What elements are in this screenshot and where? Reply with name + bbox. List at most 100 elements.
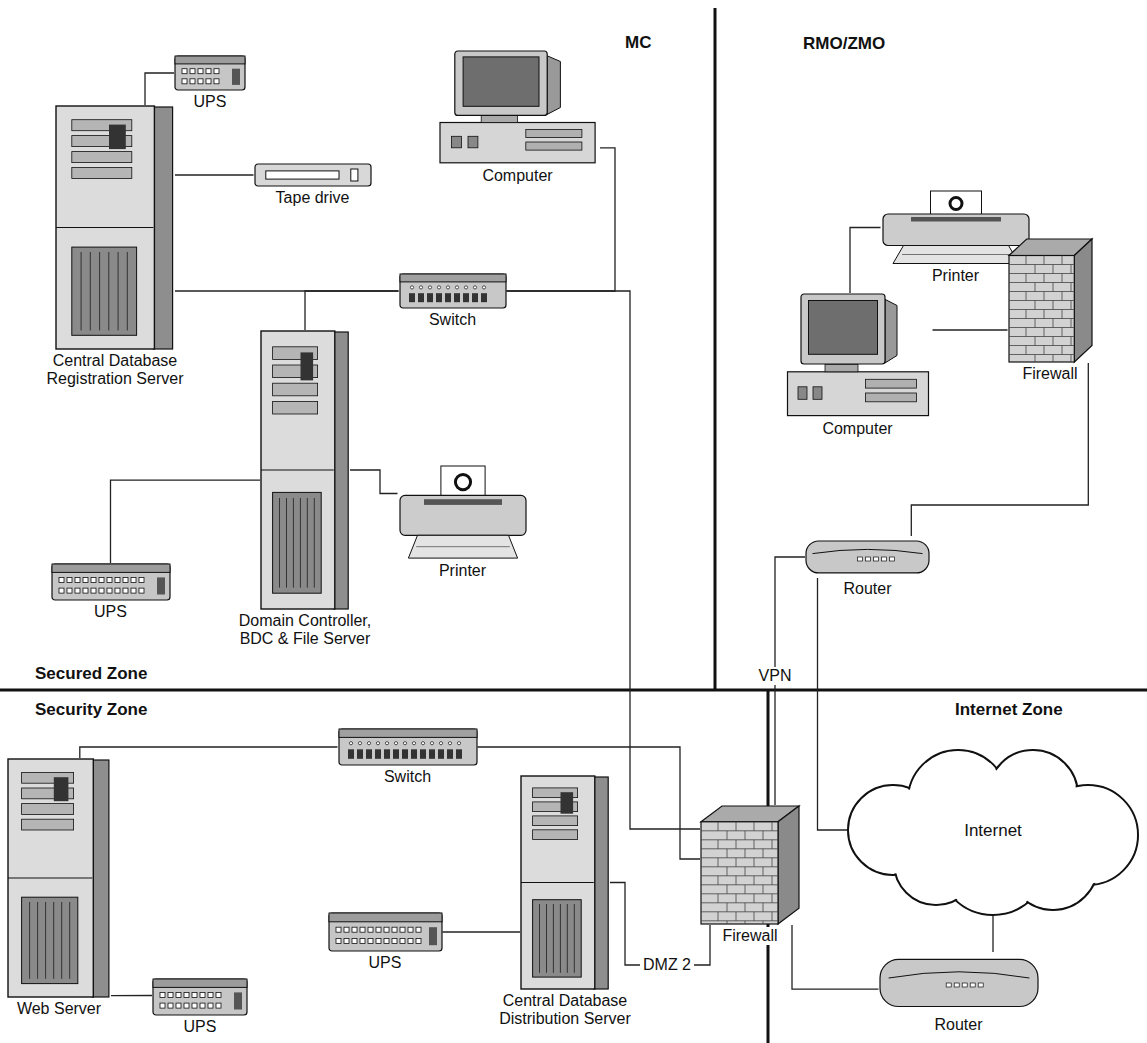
icon-part	[885, 299, 897, 363]
server-device: Web Server	[4, 758, 114, 1018]
icon-part	[69, 902, 70, 979]
icon-part	[436, 293, 442, 302]
icon-part	[232, 69, 240, 85]
icon-part	[455, 475, 470, 490]
icon-part	[962, 983, 967, 987]
network-cable	[175, 174, 254, 175]
device-label: Central Database Registration Server	[30, 352, 200, 388]
server-device: Central Database Distribution Server	[480, 775, 650, 1028]
icon-part	[745, 867, 746, 876]
icon-part	[560, 904, 561, 973]
icon-part	[1025, 328, 1026, 337]
icon-part	[808, 301, 877, 355]
ups-device: UPS	[325, 912, 445, 972]
icon-part	[1009, 282, 1074, 283]
icon-part	[8, 759, 93, 997]
icon-part	[420, 749, 426, 759]
icon-part	[384, 749, 390, 759]
icon-part	[772, 840, 773, 849]
icon-part	[874, 557, 879, 561]
icon-part	[1061, 310, 1062, 319]
icon-part	[127, 252, 128, 330]
icon-part	[1009, 291, 1074, 292]
icon-part	[53, 902, 54, 979]
icon-part	[344, 927, 349, 932]
icon-part	[175, 56, 245, 64]
icon-part	[392, 938, 397, 943]
icon-part	[727, 867, 728, 876]
icon-part	[428, 286, 431, 289]
device-label: Computer	[820, 420, 894, 438]
network-cable	[911, 363, 1088, 536]
icon-part	[736, 840, 737, 849]
icon-part	[429, 927, 437, 945]
cloud-shape: Internet	[848, 745, 1138, 915]
icon-part	[182, 79, 187, 84]
icon-part	[701, 839, 778, 840]
icon-part	[1052, 301, 1053, 310]
icon-part	[200, 992, 205, 997]
icon-part	[190, 79, 195, 84]
icon-part	[1061, 256, 1062, 265]
zone-label: RMO/ZMO	[803, 34, 885, 54]
icon-part	[718, 912, 719, 921]
icon-part	[52, 564, 170, 572]
icon-part	[448, 742, 451, 745]
icon-part	[261, 470, 334, 471]
icon-part	[456, 749, 462, 759]
icon-part	[883, 214, 1029, 246]
icon-part	[91, 577, 96, 582]
device-label: UPS	[92, 603, 129, 621]
printer-icon	[398, 465, 528, 560]
icon-part	[1052, 355, 1053, 363]
icon-part	[208, 1003, 213, 1008]
zone-label: Security Zone	[35, 700, 147, 720]
icon-part	[902, 254, 1010, 255]
icon-part	[1034, 283, 1035, 292]
icon-part	[416, 938, 421, 943]
device-label: UPS	[367, 954, 404, 972]
icon-part	[45, 902, 46, 979]
icon-part	[718, 876, 719, 885]
ups-icon	[51, 563, 171, 601]
icon-part	[408, 535, 517, 558]
icon-part	[701, 911, 778, 912]
tape-icon	[254, 163, 372, 187]
icon-part	[701, 830, 778, 831]
icon-part	[329, 913, 442, 922]
icon-part	[360, 938, 365, 943]
icon-part	[472, 293, 478, 302]
icon-part	[1061, 346, 1062, 355]
icon-part	[888, 972, 1029, 978]
switch-device: Switch	[395, 273, 510, 329]
icon-part	[403, 742, 406, 745]
icon-part	[175, 56, 245, 90]
computer-icon	[435, 50, 600, 165]
icon-part	[416, 927, 421, 932]
icon-part	[392, 927, 397, 932]
zone-line	[714, 8, 717, 690]
icon-part	[1061, 328, 1062, 337]
icon-part	[400, 495, 526, 535]
firewall-device: Firewall	[995, 238, 1105, 383]
icon-part	[754, 822, 755, 831]
icon-part	[481, 116, 517, 123]
icon-part	[107, 588, 112, 593]
icon-part	[718, 840, 719, 849]
icon-part	[1043, 256, 1044, 265]
ups-icon	[328, 912, 443, 952]
icon-part	[376, 927, 381, 932]
icon-part	[978, 983, 983, 987]
icon-part	[52, 564, 170, 600]
icon-part	[83, 577, 88, 582]
icon-part	[754, 840, 755, 849]
icon-part	[349, 742, 352, 745]
icon-part	[457, 742, 460, 745]
icon-part	[56, 227, 153, 228]
icon-part	[798, 387, 807, 400]
icon-part	[745, 903, 746, 912]
icon-part	[1010, 822, 1097, 909]
icon-part	[168, 1003, 173, 1008]
icon-part	[825, 364, 858, 372]
icon-part	[718, 894, 719, 903]
